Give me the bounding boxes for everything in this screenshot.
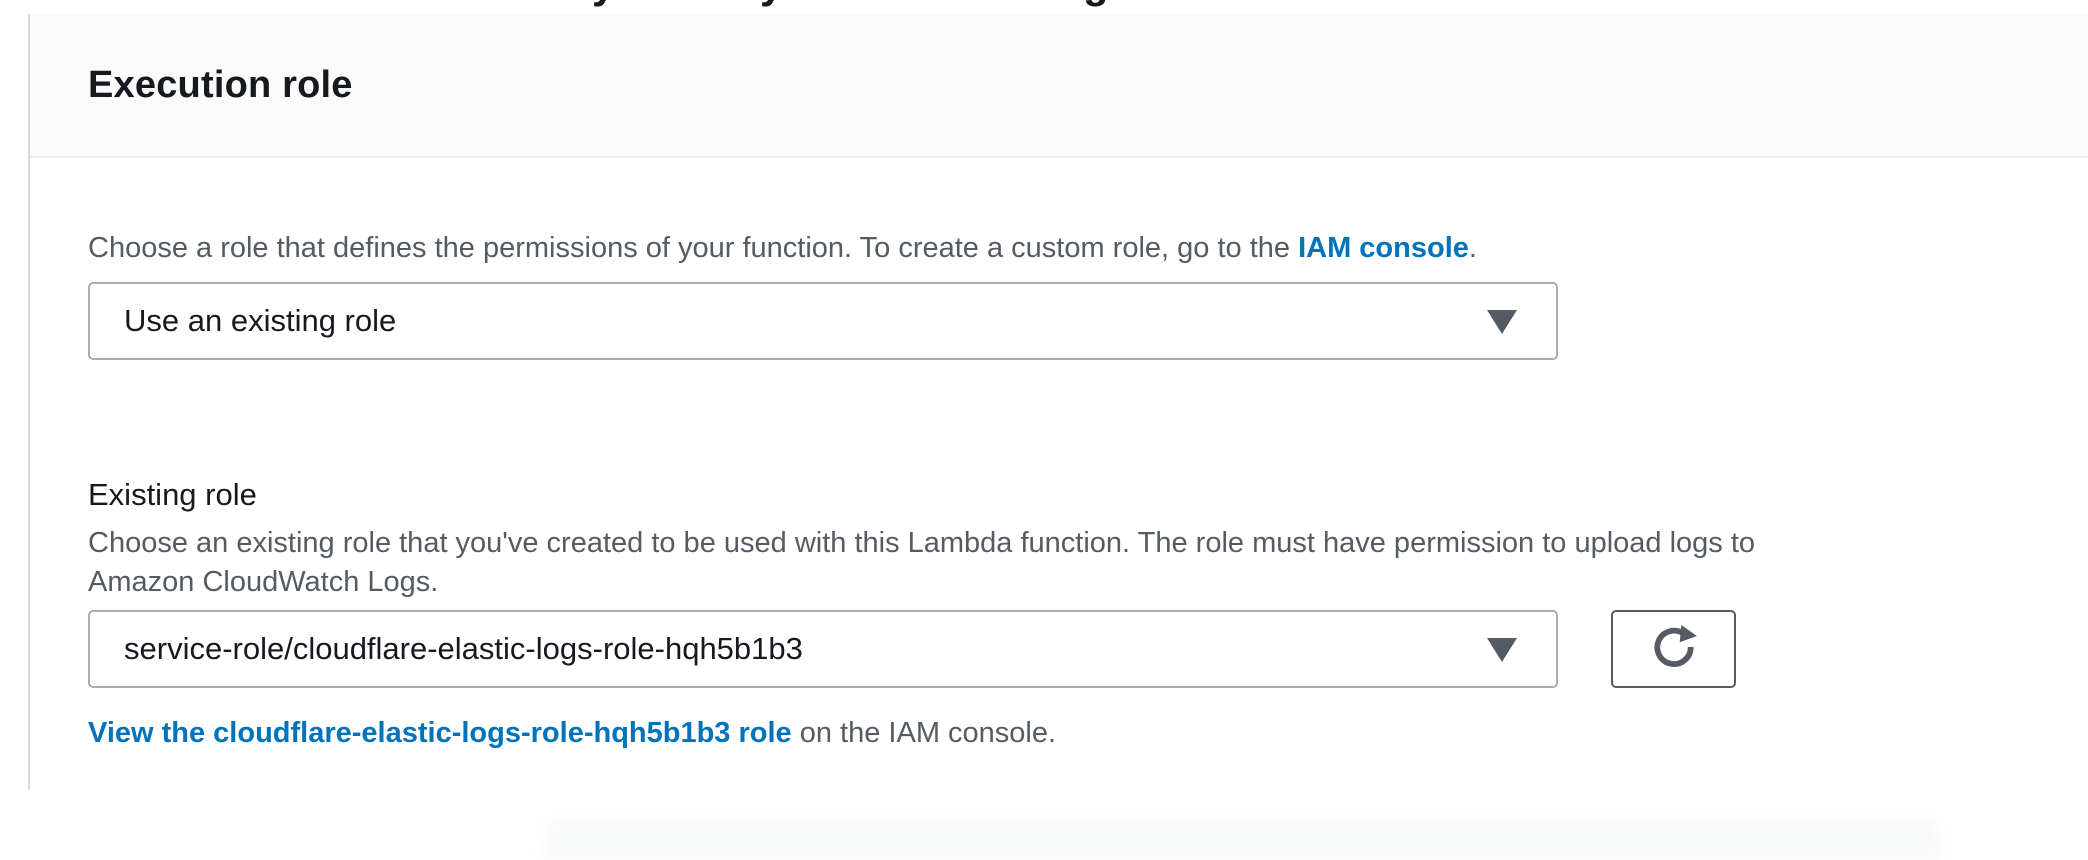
role-source-select[interactable]: Use an existing role bbox=[88, 282, 1558, 360]
existing-role-select-value: service-role/cloudflare-elastic-logs-rol… bbox=[124, 631, 803, 666]
existing-role-description: Choose an existing role that you've crea… bbox=[88, 524, 2018, 602]
intro-text-after-link: . bbox=[1468, 232, 1477, 264]
caret-down-icon bbox=[1487, 638, 1517, 662]
cropped-glyph: g bbox=[1083, 0, 1109, 5]
intro-text-before-link: Choose a role that defines the permissio… bbox=[88, 232, 1299, 264]
cropped-glyph: y bbox=[760, 0, 783, 5]
execution-role-panel: Execution role Choose a role that define… bbox=[28, 14, 2088, 790]
panel-header: Execution role bbox=[30, 14, 2088, 158]
view-role-line: View the cloudflare-elastic-logs-role-hq… bbox=[88, 714, 2018, 752]
existing-role-description-line1: Choose an existing role that you've crea… bbox=[88, 527, 1756, 559]
view-role-link[interactable]: View the cloudflare-elastic-logs-role-hq… bbox=[88, 717, 792, 749]
role-source-select-value: Use an existing role bbox=[124, 303, 397, 338]
existing-role-label: Existing role bbox=[88, 477, 257, 512]
refresh-icon bbox=[1650, 624, 1698, 675]
role-intro-text: Choose a role that defines the permissio… bbox=[88, 230, 2018, 266]
existing-role-row: service-role/cloudflare-elastic-logs-rol… bbox=[88, 610, 2088, 688]
cropped-heading-fragments: y y g bbox=[0, 0, 2088, 14]
refresh-roles-button[interactable] bbox=[1611, 610, 1736, 688]
existing-role-description-line2: Amazon CloudWatch Logs. bbox=[88, 566, 439, 598]
panel-title: Execution role bbox=[88, 63, 353, 106]
caret-down-icon bbox=[1487, 310, 1517, 334]
iam-console-link[interactable]: IAM console bbox=[1298, 232, 1469, 264]
next-panel-top-edge bbox=[545, 818, 1940, 860]
panel-body: Choose a role that defines the permissio… bbox=[30, 158, 2088, 752]
view-role-suffix: on the IAM console. bbox=[791, 717, 1057, 749]
cropped-glyph: y bbox=[592, 0, 615, 5]
existing-role-select[interactable]: service-role/cloudflare-elastic-logs-rol… bbox=[88, 610, 1558, 688]
